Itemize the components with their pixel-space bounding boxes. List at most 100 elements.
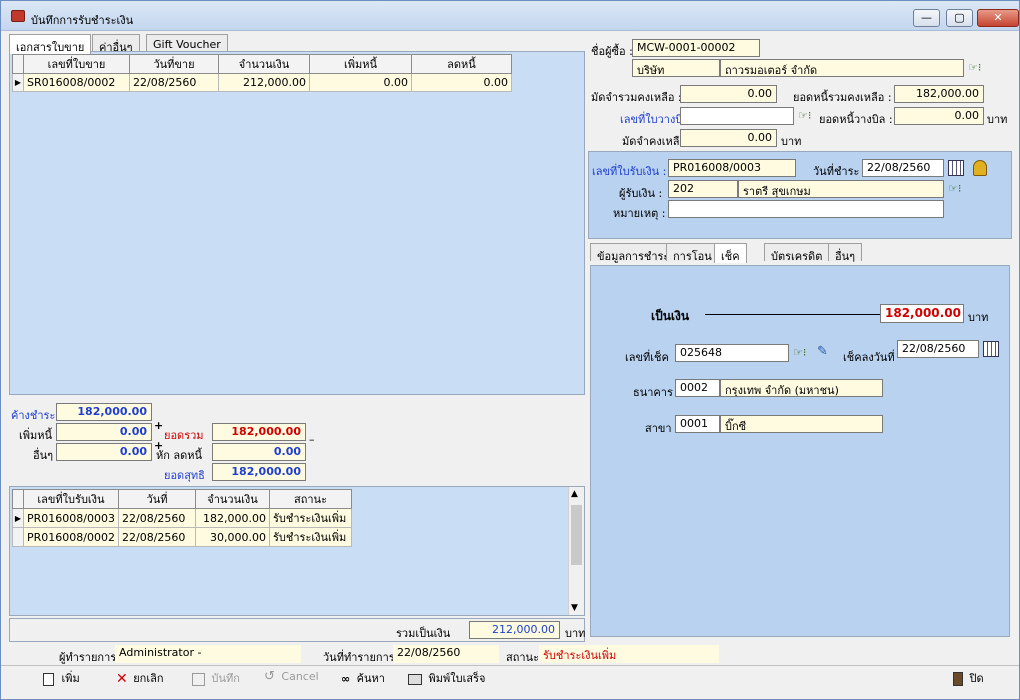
- col-receipt-no[interactable]: เลขที่ใบรับเงิน: [23, 489, 119, 509]
- tab-transfer[interactable]: การโอน: [666, 243, 719, 263]
- col-sale-date[interactable]: วันที่ขาย: [129, 54, 219, 74]
- cell[interactable]: 212,000.00: [218, 73, 310, 92]
- close-button[interactable]: ปิด: [953, 669, 984, 687]
- operator-label: ผู้ทำรายการ: [59, 651, 117, 664]
- plus-sign: +: [154, 439, 164, 452]
- cell[interactable]: 22/08/2560: [118, 508, 196, 528]
- sales-grid-panel: เลขที่ใบขาย วันที่ขาย จำนวนเงิน เพิ่มหนี…: [9, 51, 585, 395]
- calendar-icon[interactable]: [948, 160, 964, 176]
- cheque-due-field[interactable]: 22/08/2560: [897, 340, 979, 358]
- left-tab-strip: เอกสารใบขาย ค่าอื่นๆ Gift Voucher: [9, 34, 585, 54]
- cell[interactable]: รับชำระเงินเพิ่ม: [269, 508, 352, 528]
- tab-payment-info[interactable]: ข้อมูลการชำระ: [590, 243, 677, 263]
- debt-remain-value: 182,000.00: [894, 85, 984, 103]
- col-add-debt[interactable]: เพิ่มหนี้: [309, 54, 412, 74]
- row-indicator-header: [12, 54, 24, 74]
- col-receipt-status[interactable]: สถานะ: [269, 489, 352, 509]
- col-sale-no[interactable]: เลขที่ใบขาย: [23, 54, 130, 74]
- print-receipt-button[interactable]: พิมพ์ใบเสร็จ: [408, 669, 485, 687]
- cell[interactable]: 0.00: [411, 73, 512, 92]
- tab-gift-voucher[interactable]: Gift Voucher: [146, 34, 228, 52]
- calendar-icon[interactable]: [983, 341, 999, 357]
- cancel-doc-button[interactable]: ✕ ยกเลิก: [116, 671, 164, 687]
- deduct-value: 0.00: [212, 443, 306, 461]
- window-title: บันทึกการรับชำระเงิน: [31, 14, 134, 27]
- note-label: หมายเหตุ :: [613, 207, 666, 220]
- close-window-button[interactable]: ✕: [977, 9, 1019, 27]
- payment-date-field[interactable]: 22/08/2560: [862, 159, 944, 177]
- cell[interactable]: PR016008/0003: [23, 508, 119, 528]
- lookup-hand-icon[interactable]: ☞⁝: [948, 182, 962, 195]
- grand-total-label: รวมเป็นเงิน: [396, 627, 451, 640]
- cell[interactable]: 22/08/2560: [129, 73, 219, 92]
- table-row[interactable]: ▶ SR016008/0002 22/08/2560 212,000.00 0.…: [12, 73, 512, 92]
- note-field[interactable]: [668, 200, 944, 218]
- cell[interactable]: 182,000.00: [195, 508, 270, 528]
- table-row[interactable]: ▶ PR016008/0003 22/08/2560 182,000.00 รั…: [12, 508, 352, 528]
- cheque-no-label: เลขที่เช็ค: [625, 351, 669, 364]
- col-amount[interactable]: จำนวนเงิน: [218, 54, 310, 74]
- amount-rule: [705, 314, 880, 315]
- other-label: อื่นๆ: [33, 449, 54, 462]
- table-row[interactable]: PR016008/0002 22/08/2560 30,000.00 รับชำ…: [12, 527, 352, 547]
- buyer-code-field[interactable]: MCW-0001-00002: [632, 39, 760, 57]
- bill-no-field[interactable]: [680, 107, 794, 125]
- maximize-button[interactable]: ▢: [946, 9, 973, 27]
- lock-icon[interactable]: [973, 160, 987, 176]
- vertical-scrollbar[interactable]: ▲ ▼: [568, 487, 584, 615]
- buyer-type-field[interactable]: บริษัท: [632, 59, 720, 77]
- buyer-name-field[interactable]: ถาวรมอเตอร์ จำกัด: [720, 59, 964, 77]
- branch-name-field: บิ๊กซี: [720, 415, 883, 433]
- lookup-hand-icon[interactable]: ☞⁝: [798, 109, 812, 122]
- grand-total-unit: บาท: [565, 627, 586, 640]
- lookup-hand-icon[interactable]: ☞⁝: [968, 61, 982, 74]
- receiver-name-field[interactable]: ราตรี สุขเกษม: [738, 180, 944, 198]
- lookup-hand-icon[interactable]: ☞⁝: [793, 346, 807, 359]
- cell[interactable]: PR016008/0002: [23, 527, 119, 547]
- tab-sales-docs[interactable]: เอกสารใบขาย: [9, 34, 92, 54]
- pen-icon[interactable]: ✎: [817, 344, 828, 359]
- binoculars-icon: ∞: [341, 672, 351, 686]
- grand-total-value: 212,000.00: [469, 621, 560, 639]
- tab-other[interactable]: อื่นๆ: [828, 243, 863, 263]
- tab-other-charges[interactable]: ค่าอื่นๆ: [92, 34, 140, 54]
- scroll-up-icon[interactable]: ▲: [571, 489, 578, 499]
- cell[interactable]: 30,000.00: [195, 527, 270, 547]
- tab-credit-card[interactable]: บัตรเครดิต: [764, 243, 830, 263]
- add-button[interactable]: เพิ่ม: [43, 669, 80, 687]
- grand-total-bar: รวมเป็นเงิน 212,000.00 บาท: [9, 618, 585, 642]
- operator-value: Administrator -: [115, 645, 301, 663]
- save-button[interactable]: บันทึก: [192, 669, 240, 687]
- cell[interactable]: รับชำระเงินเพิ่ม: [269, 527, 352, 547]
- payment-date-label: วันที่ชำระ :: [813, 165, 867, 178]
- search-button[interactable]: ∞ ค้นหา: [341, 672, 385, 686]
- receipt-no-field[interactable]: PR016008/0003: [668, 159, 796, 177]
- bill-debt-unit: บาท: [987, 113, 1008, 126]
- bank-name-field: กรุงเทพ จำกัด (มหาชน): [720, 379, 883, 397]
- cell[interactable]: 0.00: [309, 73, 412, 92]
- receipt-grid-panel: เลขที่ใบรับเงิน วันที่ จำนวนเงิน สถานะ ▶…: [9, 486, 585, 616]
- cell[interactable]: 22/08/2560: [118, 527, 196, 547]
- tab-cheque[interactable]: เช็ค: [714, 243, 747, 263]
- col-reduce-debt[interactable]: ลดหนี้: [411, 54, 512, 74]
- row-pointer-icon: ▶: [12, 508, 24, 528]
- minus-sign: –: [309, 433, 315, 446]
- debt-remain-label: ยอดหนี้รวมคงเหลือ :: [793, 91, 892, 104]
- deposit-left-label: มัดจำคงเหลือ :: [622, 135, 694, 148]
- state-value: รับชำระเงินเพิ่ม: [539, 645, 719, 663]
- outstanding-label: ค้างชำระ: [11, 409, 56, 422]
- cancel-button[interactable]: ↺ Cancel: [264, 669, 319, 684]
- receipt-grid: เลขที่ใบรับเงิน วันที่ จำนวนเงิน สถานะ ▶…: [12, 489, 352, 547]
- app-icon: [11, 10, 25, 22]
- col-receipt-date[interactable]: วันที่: [118, 489, 196, 509]
- col-receipt-amount[interactable]: จำนวนเงิน: [195, 489, 270, 509]
- receiver-code-field[interactable]: 202: [668, 180, 738, 198]
- scroll-down-icon[interactable]: ▼: [571, 603, 578, 613]
- cell[interactable]: SR016008/0002: [23, 73, 130, 92]
- branch-code-field[interactable]: 0001: [675, 415, 720, 433]
- scroll-thumb[interactable]: [571, 505, 582, 565]
- cheque-no-field[interactable]: 025648: [675, 344, 789, 362]
- minimize-button[interactable]: —: [913, 9, 940, 27]
- bank-code-field[interactable]: 0002: [675, 379, 720, 397]
- new-doc-icon: [43, 672, 54, 686]
